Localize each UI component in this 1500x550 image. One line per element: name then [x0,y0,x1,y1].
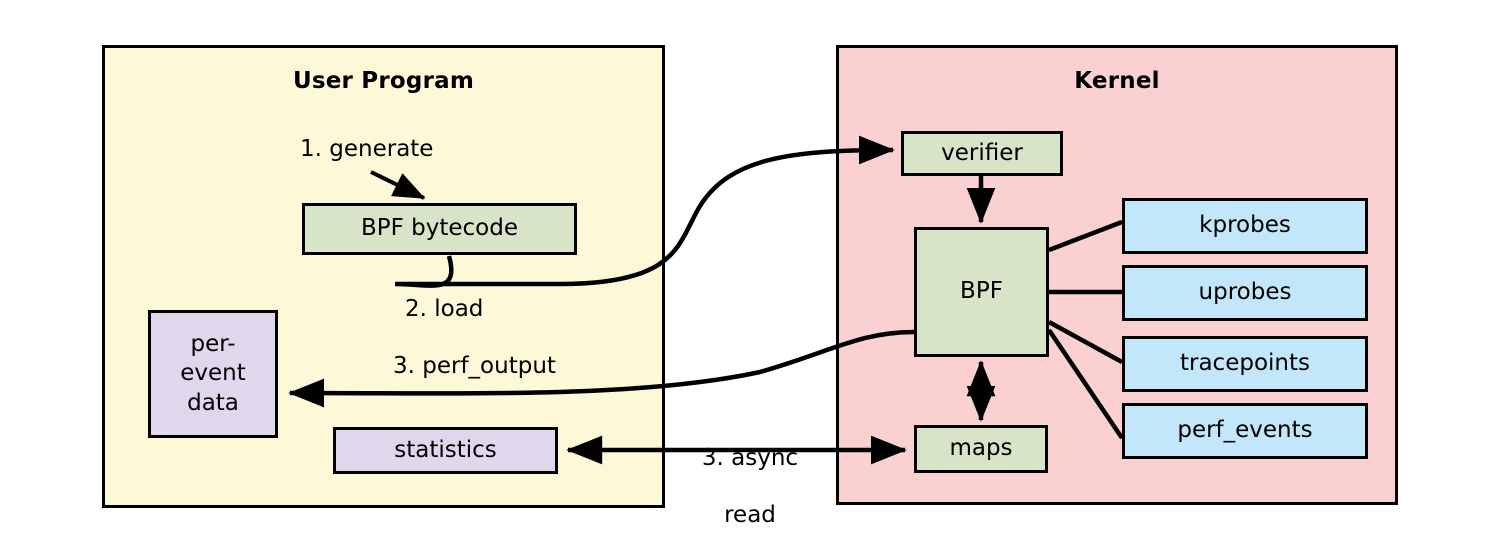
edge-label-async-read: 3. async read [660,415,840,550]
node-bpf[interactable]: BPF [914,227,1049,357]
edge-label-async-read-line2: read [724,502,776,529]
node-perf-events[interactable]: perf_events [1122,403,1368,459]
edge-label-async-read-line1: 3. async [701,444,799,471]
node-per-event-data-line3: data [187,389,239,416]
panel-user-program-title: User Program [292,68,474,94]
edge-label-load: 2. load [405,296,484,322]
node-verifier[interactable]: verifier [901,131,1063,176]
node-per-event-data-line1: per- [190,330,236,357]
edge-label-perf-output: 3. perf_output [393,353,556,379]
node-per-event-data-line2: event [180,360,246,387]
panel-kernel-title: Kernel [1074,68,1160,94]
node-tracepoints[interactable]: tracepoints [1122,336,1368,392]
node-maps[interactable]: maps [914,425,1048,473]
edge-label-generate: 1. generate [300,136,434,162]
node-per-event-data[interactable]: per- event data [148,310,278,438]
node-statistics[interactable]: statistics [333,427,558,474]
node-uprobes[interactable]: uprobes [1122,265,1368,321]
node-bpf-bytecode[interactable]: BPF bytecode [302,203,577,255]
node-kprobes[interactable]: kprobes [1122,198,1368,254]
